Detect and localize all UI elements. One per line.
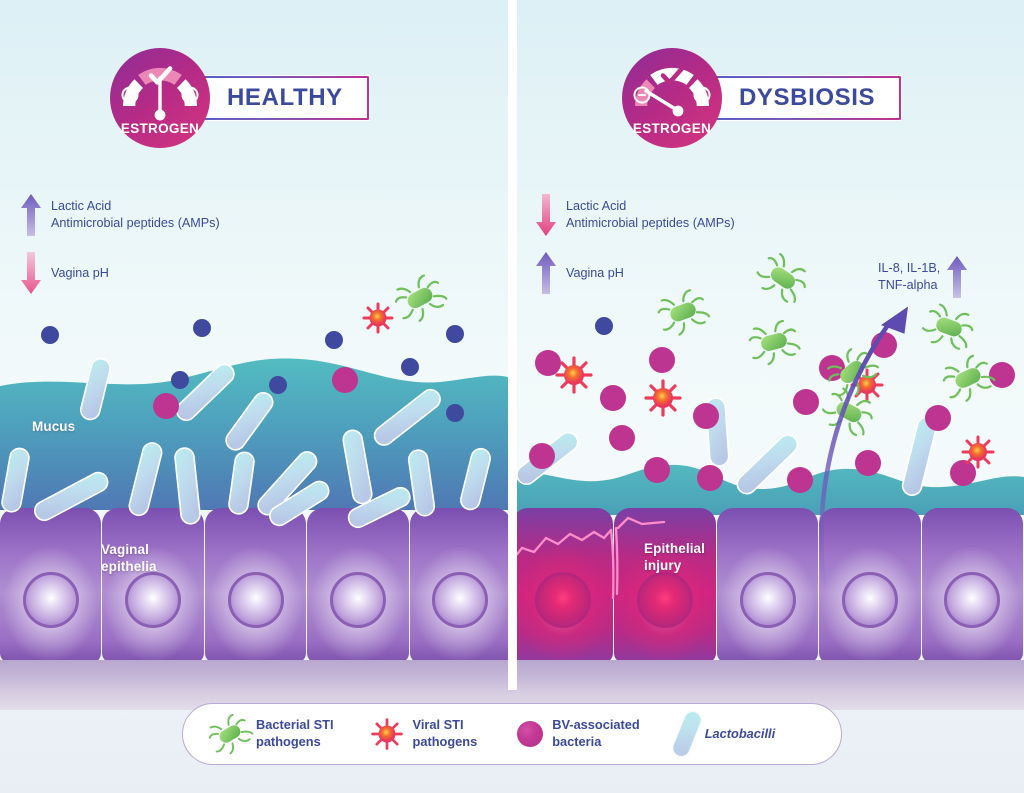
cell-nucleus [534, 572, 591, 628]
cell-nucleus [841, 572, 898, 628]
indicator-vaginal-ph-dysbiosis: Vagina pH [535, 251, 624, 295]
cell-nucleus [432, 572, 489, 628]
title-box-healthy: HEALTHY [182, 75, 370, 121]
lactobacilli-icon [669, 708, 705, 760]
vaginal-epithelia-label: Vaginal epithelia [101, 542, 157, 575]
epithelial-cell [819, 508, 921, 663]
bacterial-pathogen-icon [208, 713, 254, 755]
basement-membrane-dysbiosis [512, 660, 1024, 710]
epithelial-injury-cracks [512, 516, 666, 600]
panel-title: DYSBIOSIS [739, 84, 876, 111]
epithelial-cell [716, 508, 819, 663]
arrow-up-icon [947, 256, 968, 298]
legend-item-bv-bacteria: BV-associated bacteria [517, 717, 640, 751]
epithelial-cell [921, 508, 1024, 663]
mucus-layer-healthy [0, 358, 512, 510]
panel-dysbiosis: Epithelial injury Lactic Acid Antimicrob… [512, 0, 1024, 710]
legend-item-viral-sti: Viral STI pathogens [370, 717, 478, 751]
cell-nucleus [739, 572, 796, 628]
gauge-label: ESTROGEN [121, 121, 199, 136]
microbes-dysbiosis [516, 252, 1015, 497]
header-healthy: ESTROGEN HEALTHY [110, 48, 370, 148]
epithelial-cell [204, 508, 307, 663]
gauge-label: ESTROGEN [633, 121, 711, 136]
mucus-label: Mucus [32, 419, 76, 434]
viral-pathogen-icon [555, 356, 995, 469]
epithelial-cell-injured [614, 508, 716, 663]
panel-title: HEALTHY [227, 84, 343, 111]
arrow-down-icon [536, 194, 556, 236]
epithelium-healthy [0, 508, 512, 663]
estrogen-gauge-healthy: ESTROGEN [110, 48, 210, 148]
legend-item-lactobacilli: Lactobacilli [669, 708, 776, 760]
bacterial-pathogen-icon [394, 274, 448, 322]
indicator-label: Lactic Acid Antimicrobial peptides (AMPs… [51, 199, 220, 230]
indicator-vaginal-ph-healthy: Vagina pH [20, 251, 109, 295]
basement-membrane-healthy [0, 660, 512, 710]
cytokine-release-arrow [819, 306, 909, 587]
mucus-layer-dysbiosis [512, 464, 1024, 515]
bv-bacteria-icon [529, 332, 1015, 493]
title-box-dysbiosis: DYSBIOSIS [694, 75, 903, 121]
indicator-lactic-acid-dysbiosis: Lactic Acid Antimicrobial peptides (AMPs… [535, 193, 735, 237]
cytokine-label: IL-8, IL-1B, TNF-alpha [878, 261, 941, 292]
legend-label: Lactobacilli [704, 725, 776, 741]
indicator-label: Vagina pH [566, 265, 624, 280]
cytokine-label-group: IL-8, IL-1B, TNF-alpha [878, 255, 968, 299]
cell-nucleus [227, 572, 284, 628]
epithelial-cell [409, 508, 512, 663]
epithelial-cell [307, 508, 409, 663]
header-dysbiosis: ESTROGEN DYSBIOSIS [622, 48, 903, 148]
legend-label: Bacterial STI pathogens [256, 717, 334, 749]
indicator-label: Lactic Acid Antimicrobial peptides (AMPs… [566, 199, 735, 230]
legend: Bacterial STI pathogens Viral STI pathog… [182, 703, 842, 765]
cell-nucleus [944, 572, 1001, 628]
arrow-down-icon [21, 252, 41, 294]
legend-label: BV-associated bacteria [552, 717, 640, 749]
panel-divider [508, 0, 517, 690]
epithelial-injury-label: Epithelial injury [644, 541, 706, 574]
indicator-label: Vagina pH [51, 265, 109, 280]
cell-nucleus [329, 572, 386, 628]
arrow-up-icon [536, 252, 556, 294]
panel-healthy: Mucus Vaginal epithelia Lactic Acid Anti… [0, 0, 512, 710]
bv-bacteria-icon [517, 721, 544, 747]
cell-nucleus [637, 572, 694, 628]
microbes-healthy [1, 274, 491, 529]
cell-nucleus [22, 572, 79, 628]
legend-item-bacterial-sti: Bacterial STI pathogens [208, 713, 334, 755]
indicator-lactic-acid-healthy: Lactic Acid Antimicrobial peptides (AMPs… [20, 193, 220, 237]
epithelial-cell [0, 508, 102, 663]
arrow-up-icon [21, 194, 41, 236]
epithelium-dysbiosis [512, 508, 1024, 663]
estrogen-gauge-dysbiosis: ESTROGEN [622, 48, 722, 148]
cell-nucleus [125, 572, 182, 628]
viral-pathogen-icon [362, 302, 394, 334]
epithelial-cell [102, 508, 204, 663]
viral-pathogen-icon [370, 718, 403, 750]
bacterial-pathogen-icon [657, 252, 996, 437]
legend-label: Viral STI pathogens [412, 717, 478, 749]
